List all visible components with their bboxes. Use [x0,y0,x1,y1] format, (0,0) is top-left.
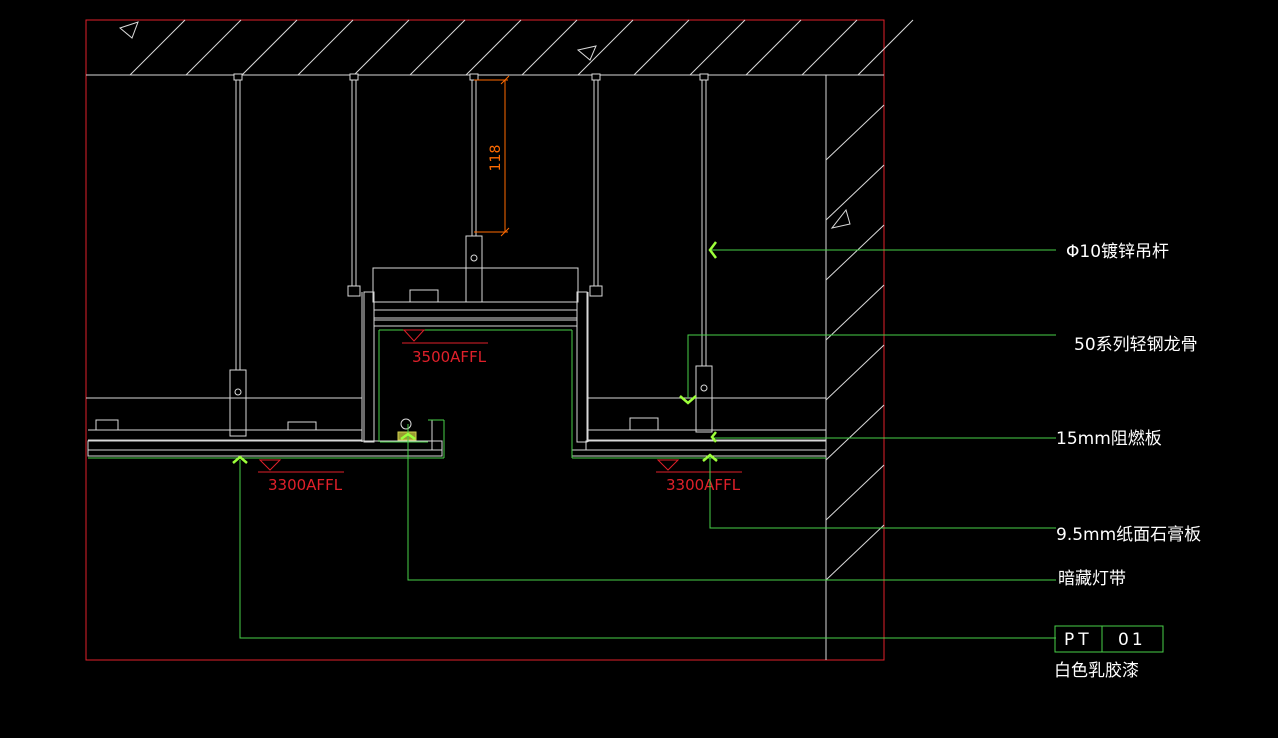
ceiling-slab [86,19,914,76]
finish-tag-description: 白色乳胶漆 [1054,661,1139,681]
label-steel-keel: 50系列轻钢龙骨 [1074,335,1198,355]
leader-arrows [232,241,718,464]
finish-tag-number: 01 [1118,630,1146,650]
drawing-frame [85,19,885,661]
finish-tag-code: PT [1064,630,1093,650]
level-marker-lower-left: 3300AFFL [258,459,344,494]
label-hanger-rod: Φ10镀锌吊杆 [1066,242,1169,262]
keel-clips [95,289,659,431]
label-gypsum-board: 9.5mm纸面石膏板 [1056,524,1201,545]
raised-recess [361,267,589,458]
side-wall [825,75,885,660]
level-lower-right-text: 3300AFFL [666,476,741,494]
dimension-text: 118 [488,145,504,172]
leader-lines [239,249,1056,639]
lower-ceiling-left [86,397,445,459]
level-marker-lower-right: 3300AFFL [656,459,742,494]
hanger-rods [229,73,713,437]
level-upper-text: 3500AFFL [412,348,487,366]
level-marker-upper: 3500AFFL [402,329,488,366]
level-lower-left-text: 3300AFFL [268,476,343,494]
finish-tag: PT 01 白色乳胶漆 [1054,625,1164,681]
label-hidden-light: 暗藏灯带 [1058,569,1126,589]
label-fire-board: 15mm阻燃板 [1056,429,1162,449]
dimension-118: 118 [474,75,510,237]
